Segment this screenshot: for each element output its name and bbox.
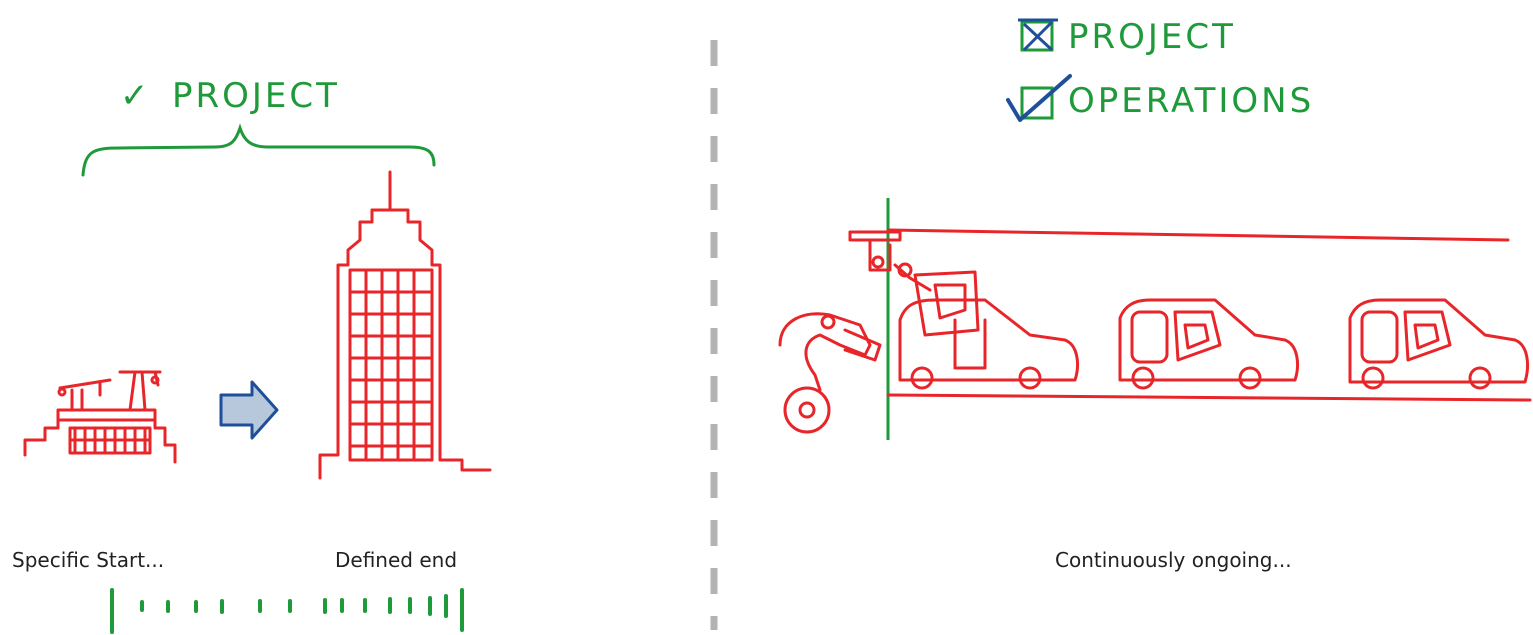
left-title: PROJECT	[172, 76, 340, 116]
project-checkbox-crossed	[1018, 18, 1058, 52]
option-operations: OPERATIONS	[1068, 81, 1314, 121]
skyscraper-drawing	[318, 170, 492, 480]
operations-checkbox-checked	[1006, 74, 1072, 122]
curly-brace	[81, 123, 436, 177]
construction-site-drawing	[23, 370, 177, 464]
left-title-check: ✓	[120, 76, 152, 116]
option-project: PROJECT	[1068, 17, 1236, 57]
assembly-line-drawing	[778, 198, 1532, 440]
progress-arrow	[219, 380, 279, 440]
timeline-ticks	[110, 588, 464, 634]
right-panel: PROJECT OPERATIONS	[778, 17, 1532, 572]
end-label: Defined end	[335, 548, 457, 572]
left-panel: ✓ PROJECT	[12, 76, 492, 634]
operations-caption: Continuously ongoing...	[1055, 548, 1292, 572]
start-label: Specific Start...	[12, 548, 164, 572]
